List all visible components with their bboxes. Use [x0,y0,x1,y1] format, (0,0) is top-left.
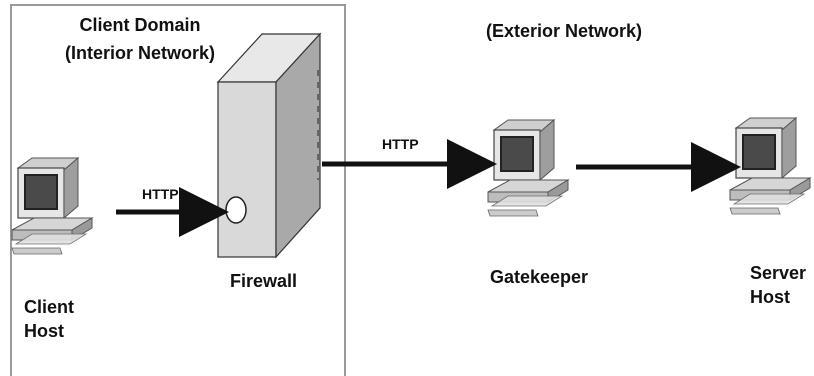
server-host-label-line1: Server [750,263,807,283]
server-host-label-line2: Host [750,287,790,307]
server-host-computer-icon [729,117,811,215]
exterior-network-label: (Exterior Network) [486,21,643,41]
http-label-firewall-gatekeeper: HTTP [382,136,419,152]
http-label-client-firewall: HTTP [142,186,179,202]
gatekeeper-label: Gatekeeper [490,267,589,287]
client-domain-title: Client Domain (Interior Network) [40,14,240,64]
client-domain-title-line1: Client Domain [79,15,201,35]
client-host-computer-icon [11,157,93,255]
client-host-label-line2: Host [24,321,64,341]
client-domain-title-line2: (Interior Network) [64,43,215,63]
gatekeeper-computer-icon [487,119,569,217]
client-domain-box [10,4,346,376]
firewall-tower-icon [216,32,322,259]
client-host-label-line1: Client [24,297,75,317]
server-host-label: Server Host [750,262,806,308]
firewall-label: Firewall [230,271,298,291]
client-host-label: Client Host [24,296,74,342]
